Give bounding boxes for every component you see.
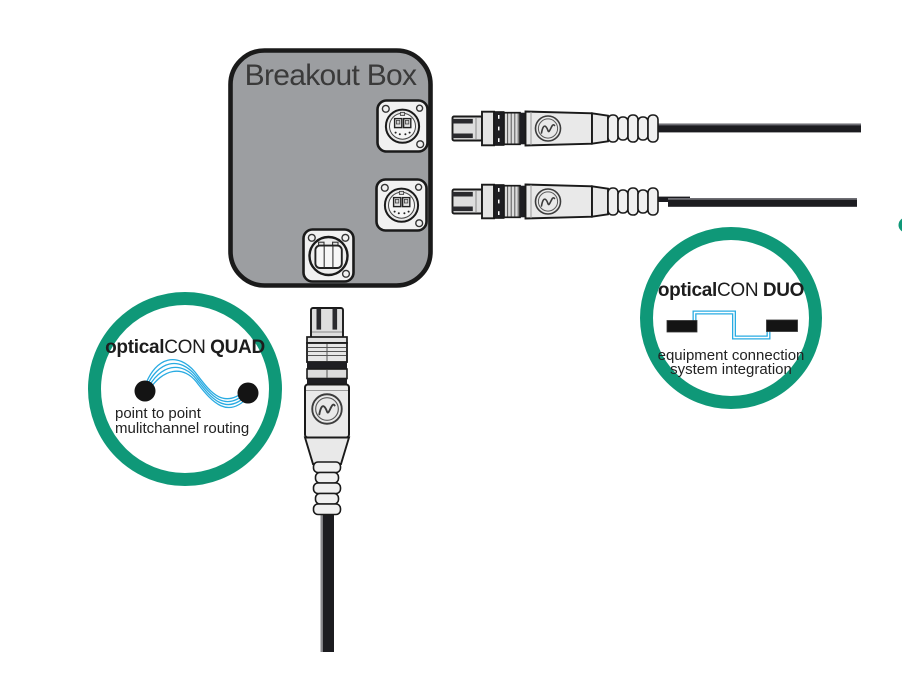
equipment-block xyxy=(666,320,698,333)
quad-cable xyxy=(320,512,334,652)
variant-label: DUO xyxy=(762,280,805,301)
duo-cable-1 xyxy=(650,123,861,133)
duo-badge-ring xyxy=(640,227,822,409)
edge-badge-sliver xyxy=(898,218,902,232)
breakout-box xyxy=(228,48,433,288)
duo-chassis-connector-icon xyxy=(375,178,428,232)
caption-line: system integration xyxy=(670,360,792,378)
quad-badge-ring xyxy=(88,292,282,486)
equipment-block xyxy=(766,319,798,332)
endpoint-dot xyxy=(237,382,259,404)
caption-line: equipment connection xyxy=(657,347,805,364)
brand-light: CON xyxy=(716,280,759,301)
quad-chassis-connector-icon xyxy=(302,228,355,283)
breakout-box-title: Breakout Box xyxy=(244,59,417,92)
duo-cable-connector-icon xyxy=(452,112,658,146)
fiber-step-link-icon xyxy=(666,310,798,340)
duo-cable-connector-icon xyxy=(452,185,658,219)
brand-bold: optical xyxy=(105,337,165,358)
quad-cable-connector-icon xyxy=(303,307,351,516)
brand-bold: optical xyxy=(657,280,717,301)
duo-cable-2 xyxy=(652,196,857,207)
quad-badge xyxy=(88,292,282,486)
brand-light: CON xyxy=(164,337,206,358)
variant-label: QUAD xyxy=(210,337,265,358)
caption-line: point to point xyxy=(115,405,201,422)
duo-chassis-connector-icon xyxy=(376,99,429,153)
quad-badge-caption: point to point mulitchannel routing xyxy=(115,405,250,437)
duo-badge-caption: equipment connection system integration xyxy=(640,347,822,378)
duo-badge xyxy=(640,227,822,409)
endpoint-dot xyxy=(134,380,156,402)
fiber-s-curve-icon xyxy=(144,359,250,409)
caption-line: mulitchannel routing xyxy=(115,419,250,437)
